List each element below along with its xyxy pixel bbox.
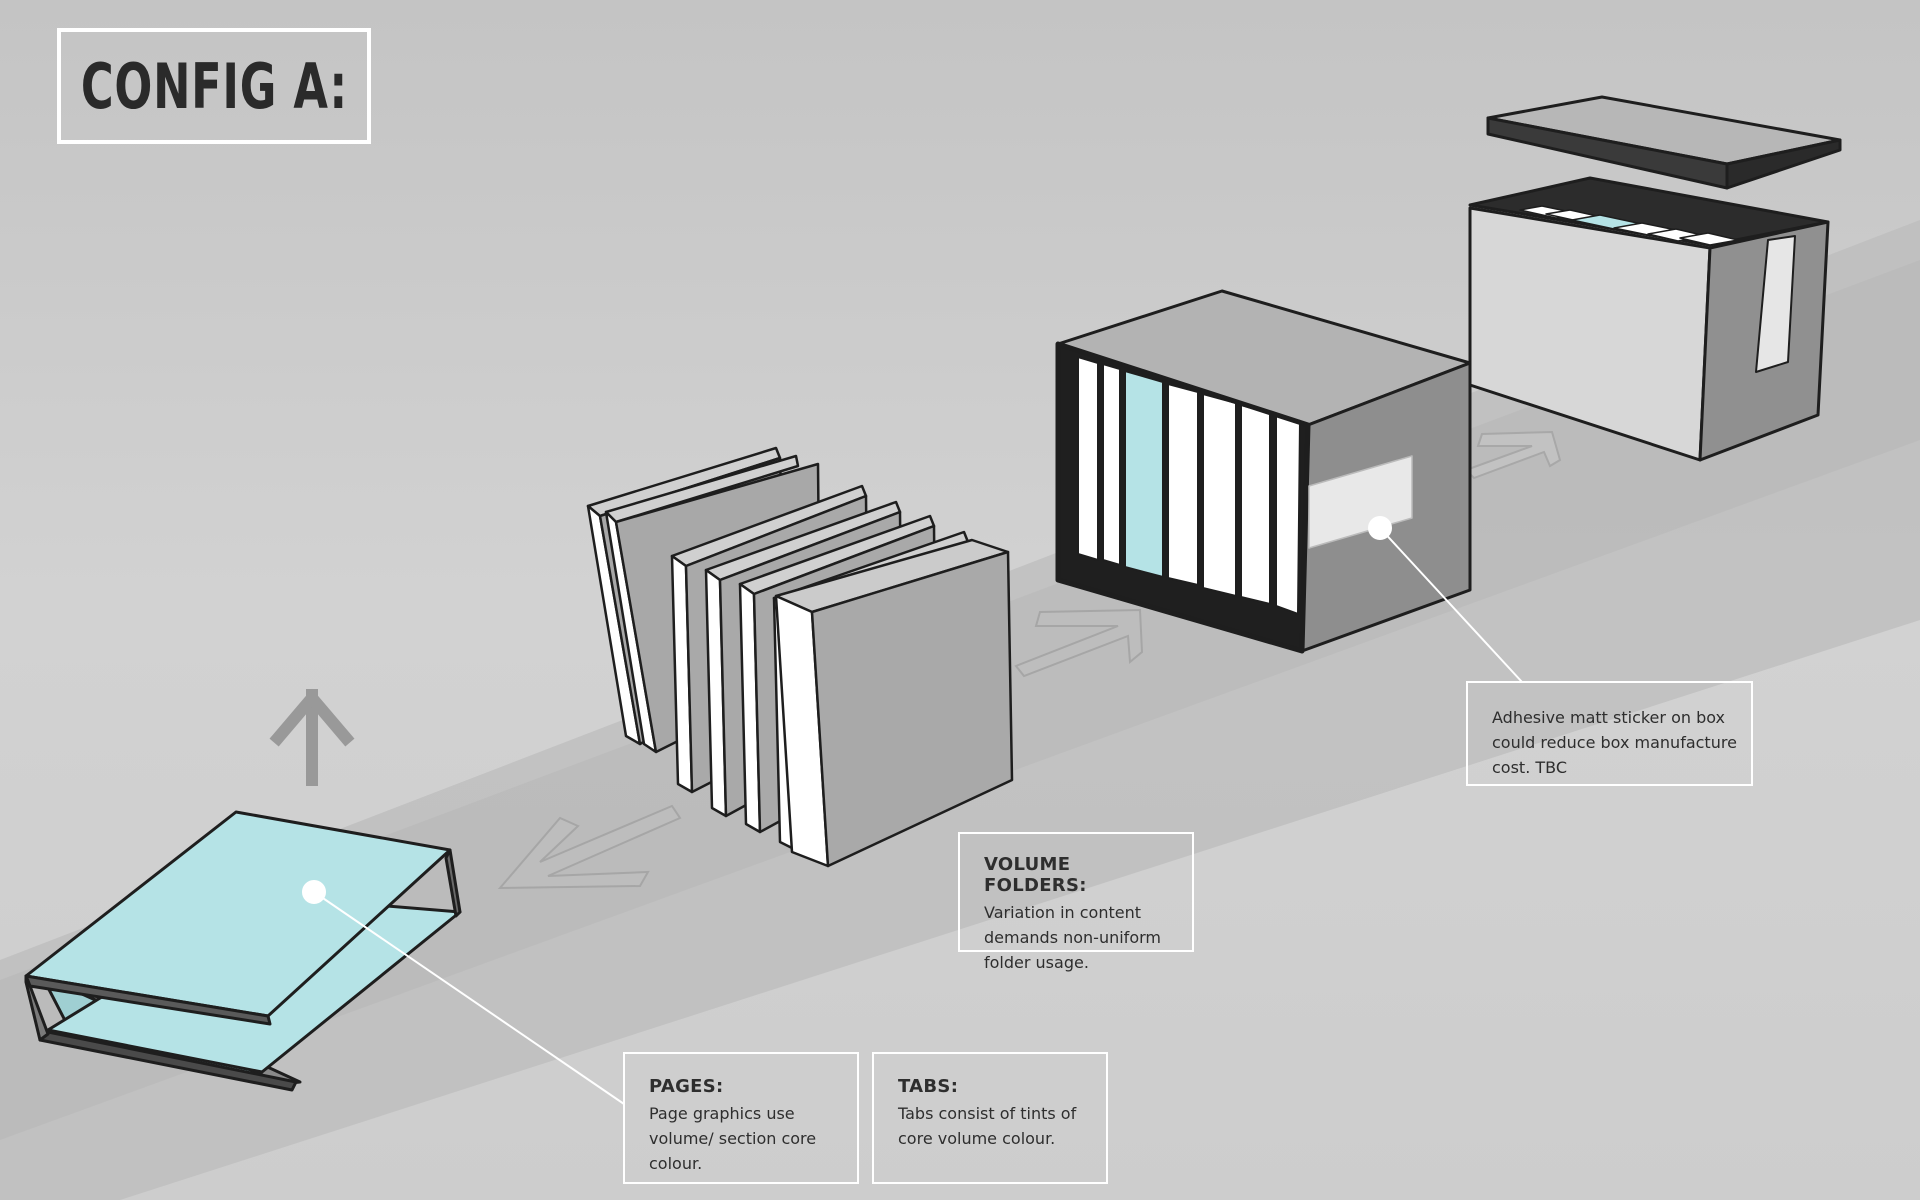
callout-tabs-heading: TABS:: [898, 1076, 959, 1097]
callout-tabs: TABS: Tabs consist of tints of core volu…: [872, 1052, 1108, 1184]
callout-volume-folders-body: Variation in content demands non-uniform…: [984, 903, 1161, 972]
open-folder: [24, 810, 462, 1092]
callout-tabs-body: Tabs consist of tints of core volume col…: [898, 1104, 1077, 1148]
leader-lines: [302, 516, 1523, 1105]
config-title-box: CONFIG A:: [57, 28, 371, 144]
callout-pages-heading: PAGES:: [649, 1076, 724, 1097]
callout-volume-folders: VOLUME FOLDERS: Variation in content dem…: [958, 832, 1194, 972]
front-folder-face: [810, 550, 1014, 868]
callout-pages-body: Page graphics use volume/ section core c…: [649, 1104, 817, 1173]
callout-sticker: Adhesive matt sticker on box could reduc…: [1466, 681, 1753, 786]
callout-sticker-body: Adhesive matt sticker on box could reduc…: [1492, 708, 1737, 777]
arrow-right-icon: [1014, 608, 1144, 678]
pages-leader-dot: [302, 880, 326, 904]
arrow-right-icon: [1464, 430, 1562, 480]
callout-pages: PAGES: Page graphics use volume/ section…: [623, 1052, 859, 1184]
arrow-left-icon: [497, 804, 682, 890]
config-title: CONFIG A:: [80, 49, 348, 123]
box-label-strip: [1755, 235, 1796, 373]
core-colour-folder: [1124, 370, 1164, 578]
file-box-closed: [1055, 289, 1472, 654]
pages-leader-line: [313, 891, 625, 1105]
volume-folders: [586, 446, 1014, 868]
sticker-leader-line: [1379, 527, 1523, 683]
sticker-leader-dot: [1368, 516, 1392, 540]
file-box-open: [1468, 95, 1842, 462]
arrow-up-icon: [269, 688, 355, 786]
callout-volume-folders-heading: VOLUME FOLDERS:: [984, 854, 1087, 896]
